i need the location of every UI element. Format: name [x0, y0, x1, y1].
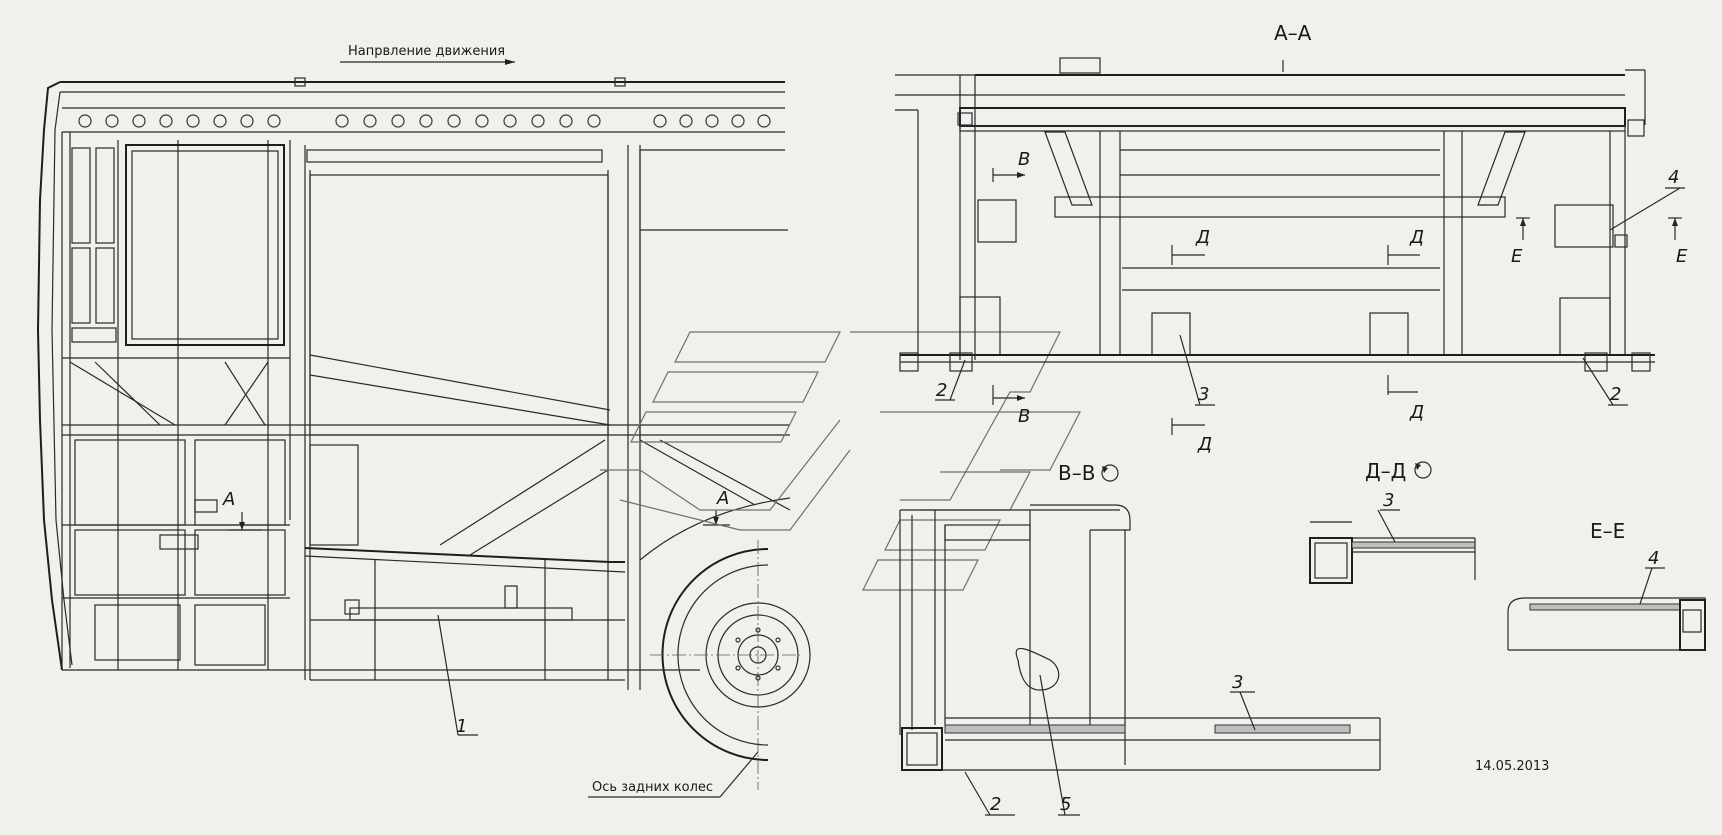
section-dd-view: Д–Д 3: [1309, 459, 1476, 584]
part-label-4-aa: 4: [1668, 167, 1679, 188]
part-label-3-aa: 3: [1198, 384, 1209, 405]
section-ee-view: Е–Е 4: [1507, 519, 1706, 651]
section-ee-title: Е–Е: [1590, 519, 1625, 543]
rear-wheel: [639, 497, 811, 790]
cut-mark-a-right: А: [716, 488, 729, 509]
section-vv-view: В–В 2 5 3: [899, 461, 1381, 816]
section-vv-title: В–В: [1058, 461, 1095, 485]
cut-mark-a-left: А: [222, 489, 235, 510]
section-dd-title: Д–Д: [1365, 459, 1406, 483]
cut-mark-v-bottom: В: [1018, 406, 1030, 427]
watermark-logo: [600, 331, 1081, 591]
part-label-3-dd: 3: [1383, 490, 1394, 511]
roof-holes: [78, 114, 771, 128]
part-label-2-vv: 2: [990, 794, 1001, 815]
side-view-frame: Напрвление движения: [36, 44, 811, 798]
part-label-3-vv: 3: [1232, 672, 1243, 693]
direction-label: Напрвление движения: [348, 44, 505, 59]
cut-mark-e-left: Е: [1511, 246, 1523, 267]
part-label-4-ee: 4: [1648, 548, 1659, 569]
cut-mark-d-2: Д: [1409, 227, 1424, 248]
cut-mark-e-right: Е: [1676, 246, 1688, 267]
section-aa-view: А–А: [895, 21, 1688, 455]
drawing-date: 14.05.2013: [1475, 759, 1549, 774]
part-label-5-vv: 5: [1060, 794, 1071, 815]
cut-mark-v-top: В: [1018, 149, 1030, 170]
rear-axle-label: Ось задних колес: [592, 780, 713, 795]
cut-mark-d-3: Д: [1197, 434, 1212, 455]
part-label-2-aa-right: 2: [1610, 384, 1621, 405]
cut-mark-d-4: Д: [1409, 402, 1424, 423]
part-label-1: 1: [456, 716, 467, 737]
cut-mark-d-1: Д: [1195, 227, 1210, 248]
section-aa-title: А–А: [1274, 21, 1312, 45]
part-label-2-aa-left: 2: [936, 380, 947, 401]
